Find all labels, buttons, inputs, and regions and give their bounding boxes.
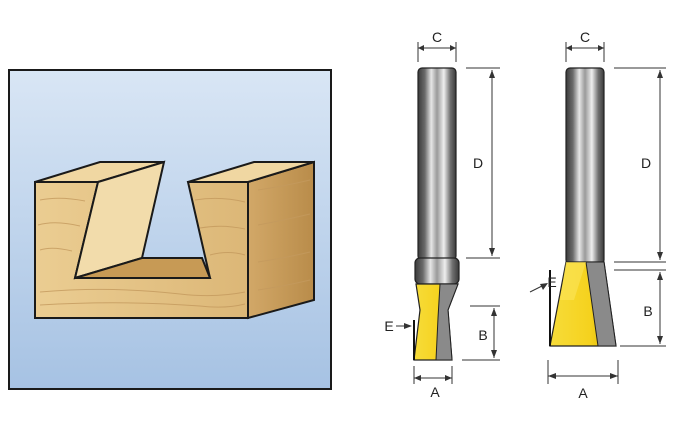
small-bit-label-a: A [430,384,440,400]
wood-illustration-panel [8,69,332,390]
large-bit-label-a: A [578,385,588,401]
large-bit-label-c: C [580,29,590,45]
large-bit-label-b: B [643,303,652,319]
large-bit-flute [585,261,617,347]
small-bit-label-e: E [384,318,393,334]
block-side-face [247,160,315,320]
small-bit-label-c: C [432,29,442,45]
large-bit-shank [565,67,605,265]
small-bit-flute [435,283,459,361]
large-dovetail-bit: C D B A E [529,29,666,401]
large-bit-label-e: E [547,274,556,290]
wood-grain [37,179,311,308]
small-bit-label-b: B [478,327,487,343]
small-bit-collar [414,257,460,285]
small-bit-shank [417,67,457,261]
groove-floor [74,257,212,279]
small-bit-label-d: D [473,155,483,171]
small-dovetail-bit: C D B A E [384,29,500,400]
large-bit-label-d: D [641,155,651,171]
